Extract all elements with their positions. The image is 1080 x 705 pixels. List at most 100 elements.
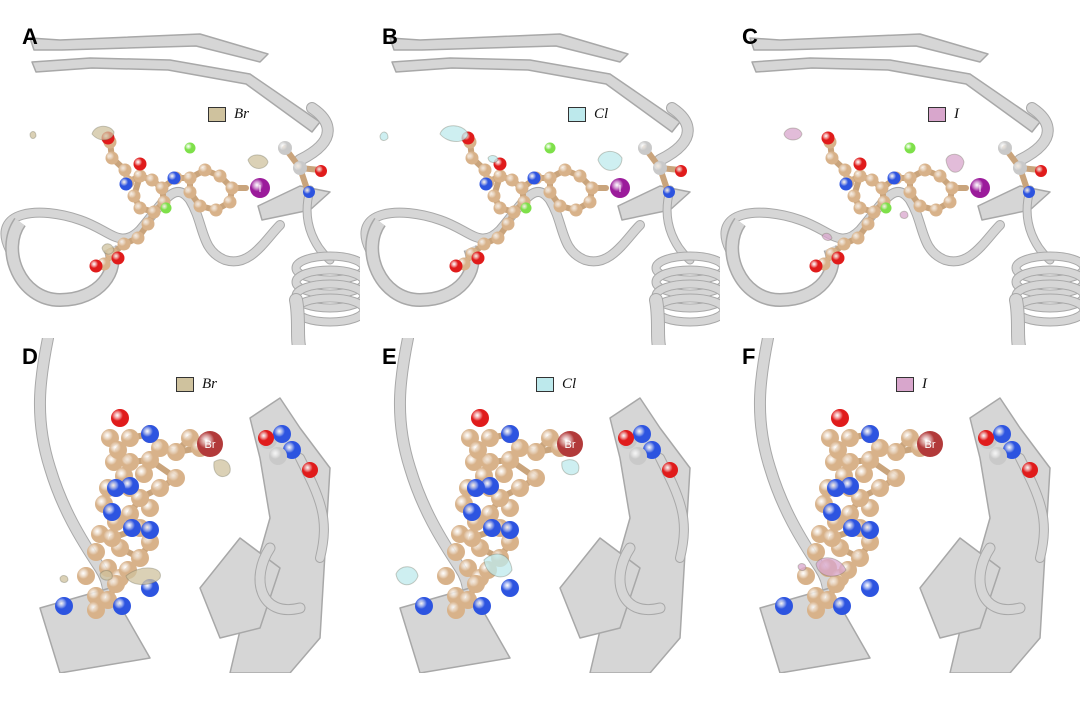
carbon-atom [477,237,491,251]
carbon-atom [155,181,169,195]
panel-letter: B [382,24,398,49]
carbon-atom [507,205,521,219]
carbon-atom [838,163,852,177]
carbon-atom [929,203,943,217]
oxygen-atom [1035,165,1047,177]
nitrogen-atom [633,425,651,443]
carbon-atom [865,173,879,187]
carbon-atom [543,185,557,199]
carbon-atom [841,453,859,471]
carbon-atom [493,201,507,215]
beta-sheet-upper [391,57,681,133]
loop-right [295,103,333,165]
nitrogen-atom [833,597,851,615]
carbon-atom [459,591,477,609]
fluorine-atom [160,202,172,214]
carbon-atom [871,479,889,497]
carbon-atom [77,567,95,585]
carbon-atom [943,195,957,209]
oxygen-atom [821,131,835,145]
density-blob [483,553,513,578]
carbon-atom [515,181,529,195]
carbon-atom [467,575,485,593]
carbon-atom [583,195,597,209]
carbon-atom [478,163,492,177]
nitrogen-atom [887,171,901,185]
oxygen-atom [675,165,687,177]
iodine-label: I [259,184,262,195]
carbon-atom [87,543,105,561]
fluorine-atom [520,202,532,214]
nitrogen-atom [483,519,501,537]
nitrogen-atom [473,597,491,615]
nitrogen-atom [861,425,879,443]
carbon-atom [99,591,117,609]
carbon-atom [469,441,487,459]
carbon-atom [193,199,207,213]
carbon-atom [827,575,845,593]
oxygen-atom [111,409,129,427]
loop-right [255,543,305,615]
density-blob [379,131,389,141]
bromine-atom [197,431,223,457]
iodine-atom [610,178,630,198]
beta-sheet-top [389,33,629,63]
carbon-atom [133,201,147,215]
carbon-atom [819,591,837,609]
carbon-atom [118,163,132,177]
nitrogen-atom [501,521,519,539]
carbon-atom [841,505,859,523]
carbon-atom [145,173,159,187]
nitrogen-atom [839,177,853,191]
carbon-atom [527,469,545,487]
legend-label: Br [234,106,249,122]
carbon-atom [825,151,839,165]
structure-render: I [360,33,720,345]
oxygen-atom [111,251,125,265]
carbon-atom [447,601,465,619]
panel-letter: C [742,24,758,49]
oxygen-atom [449,259,463,273]
carbon-atom [501,451,519,469]
oxygen-atom [133,157,147,171]
helix-left [6,218,119,306]
iodine-atom [250,178,270,198]
carbon-atom [491,231,505,245]
carbon-atom [131,231,145,245]
carbon-atom [103,529,121,547]
nitrogen-atom [501,425,519,443]
carbon-atom [493,169,507,183]
carbon-atom [918,163,932,177]
carbon-atom [117,237,131,251]
density-blob [59,575,69,583]
carbon-atom [829,441,847,459]
oxygen-atom [618,430,634,446]
oxygen-atom [302,462,318,478]
fluorine-atom [904,142,916,154]
density-blob [91,125,115,141]
nitrogen-atom [107,479,125,497]
beta-sheet-top [29,33,269,63]
carbon-atom [871,439,889,457]
oxygen-atom [662,462,678,478]
oxygen-atom [831,409,849,427]
loop-right [615,543,665,615]
carbon-atom [553,199,567,213]
carbon-atom [495,465,513,483]
nitrogen-atom [55,597,73,615]
probe-legend: Br [208,106,249,123]
carbon-atom [127,189,141,203]
panel-letter: F [742,344,756,369]
carbon-atom [527,443,545,461]
carbon-atom [585,181,599,195]
carbon-atom [853,201,867,215]
legend-label: I [922,376,927,392]
helix-left [726,218,839,306]
carbon-atom [107,575,125,593]
carbon-atom [867,205,881,219]
oxygen-atom [978,430,994,446]
carbon-atom [481,453,499,471]
